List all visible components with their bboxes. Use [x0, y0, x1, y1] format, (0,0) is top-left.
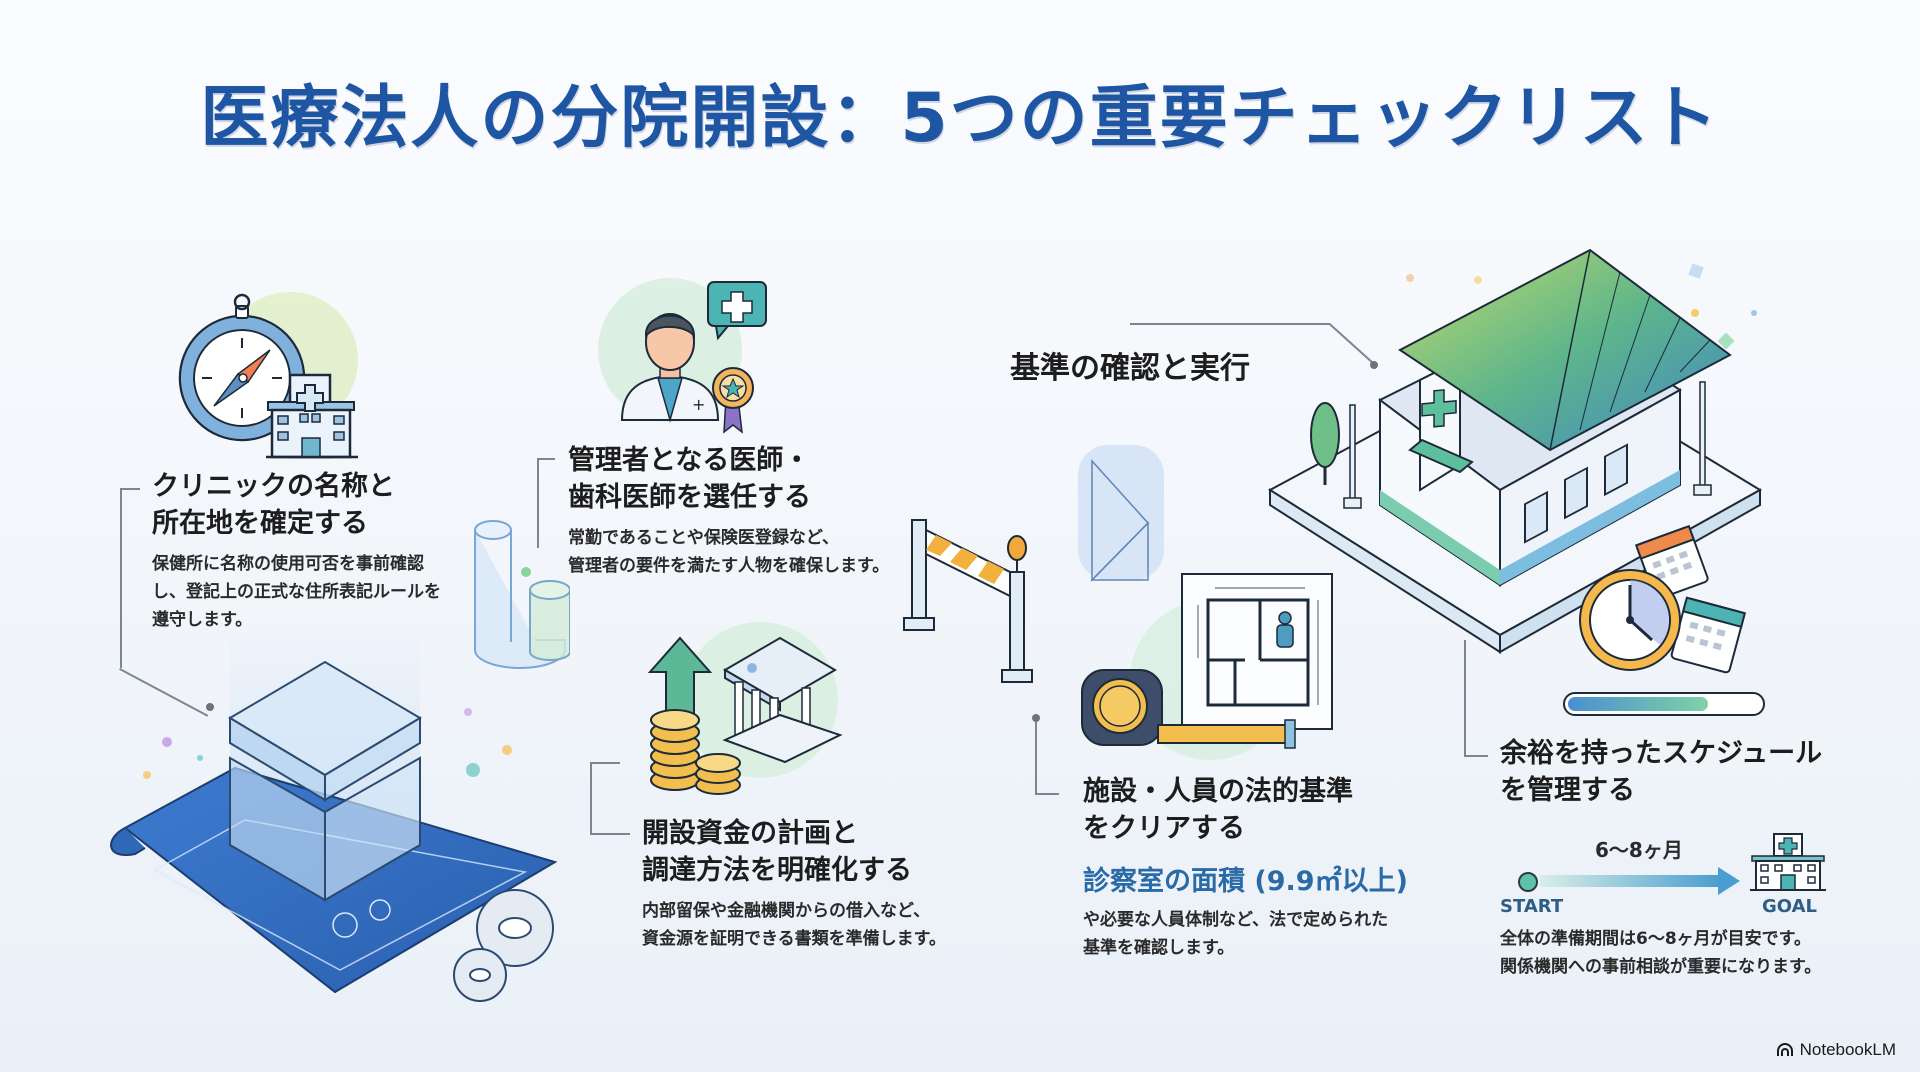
item-2-text: 管理者となる医師・ 歯科医師を選任する 常勤であることや保険医登録など、 管理者…: [568, 442, 948, 580]
item-4-heading: 施設・人員の法的基準 をクリアする: [1083, 773, 1463, 847]
item-1-illustration: [170, 290, 380, 464]
item-3-leader-h1: [590, 762, 620, 764]
calendar-teal: [1670, 596, 1747, 674]
timeline-goal-label: GOAL: [1762, 896, 1817, 917]
large-gear-icon: [476, 889, 554, 967]
section-leader-dot: [1370, 361, 1378, 369]
timeline-start-dot: [1518, 872, 1538, 892]
brand-label: NotebookLM: [1799, 1040, 1896, 1059]
coins-bank-icon: [647, 622, 843, 795]
blueprint-box-icon: [110, 640, 558, 1002]
barricade-icon: [903, 519, 1033, 683]
item-2-leader-h: [537, 458, 555, 460]
item-1-heading-line2: 所在地を確定する: [152, 508, 368, 539]
item-5-heading-line2: を管理する: [1500, 775, 1635, 806]
coin-stack-short: [695, 753, 741, 795]
barricade-illustration: [900, 510, 1040, 694]
coin-stack-tall: [650, 709, 700, 791]
item-5-description: 全体の準備期間は6〜8ヶ月が目安です。 関係機関への事前相談が重要になります。: [1500, 925, 1900, 981]
item-5-heading-line1: 余裕を持ったスケジュール: [1500, 738, 1823, 769]
section-label: 基準の確認と実行: [1010, 351, 1250, 386]
item-4-leader-v: [1035, 718, 1037, 794]
item-3-heading-line2: 調達方法を明確化する: [642, 855, 912, 886]
item-2-desc-line2: 管理者の要件を満たす人物を確保します。: [568, 556, 890, 576]
item-3-illustration: [630, 620, 850, 804]
item-3-text: 開設資金の計画と 調達方法を明確化する 内部留保や金融機関からの借入など、 資金…: [642, 815, 1022, 953]
item-1-text: クリニックの名称と 所在地を確定する 保健所に名称の使用可否を事前確認 し、登記…: [152, 468, 482, 634]
doctor-badge-icon: +: [598, 278, 767, 434]
bank-building: [722, 636, 843, 764]
item-4-illustration: [1080, 570, 1340, 764]
timeline-arrow-shaft: [1540, 875, 1720, 887]
item-3-heading-line1: 開設資金の計画と: [642, 818, 858, 849]
item-1-leader-v: [120, 488, 122, 668]
item-1-description: 保健所に名称の使用可否を事前確認 し、登記上の正式な住所表記ルールを 遵守します…: [152, 550, 482, 634]
timeline: 6〜8ヶ月 START GOAL: [1500, 830, 1830, 920]
item-3-desc-line1: 内部留保や金融機関からの借入など、: [642, 901, 931, 921]
item-3-leader-v: [590, 762, 592, 834]
goal-hospital-icon: [1750, 833, 1826, 891]
item-4-description: や必要な人員体制など、法で定められた 基準を確認します。: [1083, 906, 1463, 962]
cylinders-icon: [474, 520, 571, 669]
item-5-leader-v: [1464, 640, 1466, 756]
compass-clinic-icon: [178, 292, 358, 459]
item-2-desc-line1: 常勤であることや保険医登録など、: [568, 528, 839, 548]
item-2-illustration: +: [590, 270, 780, 444]
item-1-leader-dot: [206, 703, 214, 711]
item-3-heading: 開設資金の計画と 調達方法を明確化する: [642, 815, 1022, 889]
item-4-text: 施設・人員の法的基準 をクリアする 診察室の面積 (9.9㎡以上) や必要な人員…: [1083, 773, 1463, 962]
item-3-desc-line2: 資金源を証明できる書類を準備します。: [642, 929, 946, 949]
glass-panel-illustration: [1060, 445, 1178, 589]
item-3-description: 内部留保や金融機関からの借入など、 資金源を証明できる書類を準備します。: [642, 897, 1022, 953]
item-2-heading: 管理者となる医師・ 歯科医師を選任する: [568, 442, 948, 516]
item-1-desc-line1: 保健所に名称の使用可否を事前確認: [152, 554, 424, 574]
item-1-heading-line1: クリニックの名称と: [152, 471, 395, 502]
item-5-leader-h: [1464, 755, 1488, 757]
small-gear-icon: [453, 948, 507, 1002]
item-5-desc-line1: 全体の準備期間は6〜8ヶ月が目安です。: [1500, 929, 1811, 949]
item-4-heading-line2: をクリアする: [1083, 813, 1245, 844]
clock-calendar-icon: [1579, 524, 1747, 674]
item-4-desc-line1: や必要な人員体制など、法で定められた: [1083, 910, 1389, 930]
item-3-leader-h2: [590, 833, 630, 835]
brand-watermark: NotebookLM: [1776, 1040, 1896, 1060]
item-1-desc-line2: し、登記上の正式な住所表記ルールを: [152, 582, 441, 602]
page-title: 医療法人の分院開設：5つの重要チェックリスト: [200, 79, 1720, 158]
notebooklm-logo-icon: [1776, 1043, 1793, 1056]
item-1-leader-h: [120, 488, 140, 490]
item-5-desc-line2: 関係機関への事前相談が重要になります。: [1500, 957, 1822, 977]
item-4-leader-h: [1035, 793, 1059, 795]
item-4-leader-dot: [1032, 714, 1040, 722]
item-2-heading-line1: 管理者となる医師・: [568, 445, 811, 476]
svg-text:+: +: [692, 395, 705, 414]
timeline-arrow-head: [1718, 867, 1740, 895]
glass-triangle-icon: [1060, 445, 1178, 582]
item-2-description: 常勤であることや保険医登録など、 管理者の要件を満たす人物を確保します。: [568, 524, 948, 580]
item-4-heading-line1: 施設・人員の法的基準: [1083, 776, 1353, 807]
section-leader-h: [1130, 323, 1330, 325]
item-4-highlight: 診察室の面積 (9.9㎡以上): [1083, 866, 1408, 897]
item-1-heading: クリニックの名称と 所在地を確定する: [152, 468, 482, 542]
timeline-start-label: START: [1500, 896, 1564, 917]
timeline-duration: 6〜8ヶ月: [1595, 838, 1683, 862]
blueprint-illustration: [95, 640, 575, 1024]
cylinders-illustration: [470, 510, 571, 684]
schedule-illustration: [1560, 524, 1760, 729]
item-1-desc-line3: 遵守します。: [152, 610, 253, 630]
item-5-text: 余裕を持ったスケジュール を管理する: [1500, 735, 1900, 809]
progress-bar: [1563, 692, 1765, 716]
item-4-desc-line2: 基準を確認します。: [1083, 938, 1235, 958]
progress-bar-fill: [1568, 697, 1708, 711]
item-5-heading: 余裕を持ったスケジュール を管理する: [1500, 735, 1900, 809]
item-2-leader-v: [537, 458, 539, 548]
item-2-heading-line2: 歯科医師を選任する: [568, 482, 811, 513]
floorplan-tape-icon: [1081, 573, 1333, 760]
